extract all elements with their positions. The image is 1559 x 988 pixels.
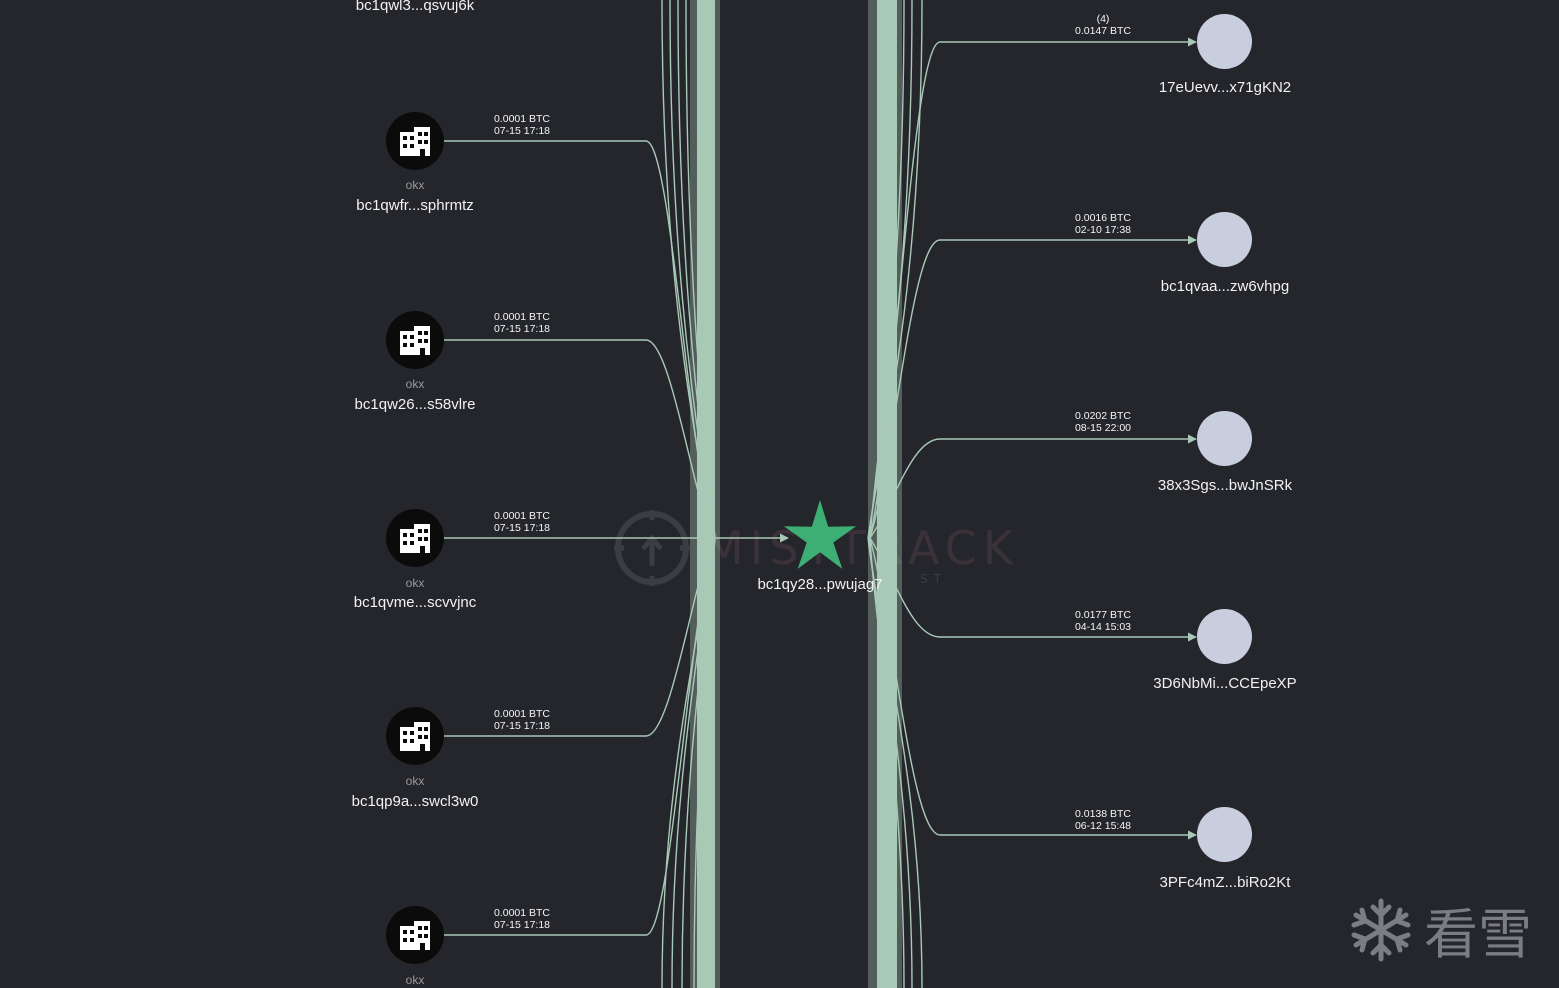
input-address-label[interactable]: bc1qp9a...swcl3w0 [351, 793, 479, 810]
center-address-label[interactable]: bc1qy28...pwujag7 [757, 576, 883, 593]
edge-bundle-strand [685, 0, 716, 539]
edge-label: 0.0001 BTC 07-15 17:18 [494, 113, 550, 137]
entity-label: okx [405, 576, 425, 590]
entity-label: okx [405, 973, 425, 987]
misttrack-watermark-text: MISTTRACK [704, 521, 1019, 575]
output-address-node[interactable] [1197, 212, 1252, 267]
edge-bundle-strand [671, 537, 714, 988]
output-address-node[interactable] [1197, 411, 1252, 466]
center-address-star-node[interactable] [783, 500, 857, 569]
input-edge[interactable] [444, 140, 713, 539]
exchange-node-icon[interactable] [386, 311, 444, 369]
input-address-label[interactable]: bc1qvme...scvvjnc [353, 594, 477, 611]
edge-amount: 0.0202 BTC [1074, 410, 1132, 422]
edge-amount: 0.0147 BTC [1074, 25, 1132, 37]
edge-time: 07-15 17:18 [493, 720, 551, 732]
kanxue-watermark-text: 看雪 [1424, 903, 1532, 966]
edge-label: 0.0016 BTC 02-10 17:38 [1075, 212, 1131, 236]
edge-bundle-strand [681, 537, 715, 988]
input-address-label[interactable]: bc1qwfr...sphrmtz [356, 197, 474, 214]
building-icon [400, 921, 430, 950]
input-edge[interactable] [444, 339, 713, 539]
edge-bundle-strand [669, 0, 714, 539]
input-edge[interactable] [444, 537, 713, 936]
edge-time: 06-12 15:48 [1074, 820, 1132, 832]
edge-time: 07-15 17:18 [493, 522, 551, 534]
kanxue-watermark: 看雪 [1348, 890, 1532, 969]
building-icon [400, 524, 430, 553]
edge-amount: 0.0001 BTC [493, 113, 551, 125]
input-address-label[interactable]: bc1qw26...s58vlre [354, 396, 476, 413]
edge-time: 07-15 17:18 [493, 125, 551, 137]
output-address-node[interactable] [1197, 807, 1252, 862]
edge-label: 0.0001 BTC 07-15 17:18 [494, 708, 550, 732]
output-address-label[interactable]: 3PFc4mZ...biRo2Kt [1159, 874, 1291, 891]
output-edge[interactable] [869, 37, 1197, 539]
edge-label: 0.0001 BTC 07-15 17:18 [494, 311, 550, 335]
edge-time: 08-15 22:00 [1074, 422, 1132, 434]
edge-bundle-strand [661, 0, 713, 539]
misttrack-watermark-subtext: ST [920, 572, 947, 586]
output-edge[interactable] [869, 235, 1197, 539]
snowflake-icon [1351, 898, 1411, 961]
edge-bundle-strand [869, 537, 905, 988]
edge-amount: 0.0177 BTC [1074, 609, 1132, 621]
exchange-node-icon[interactable] [386, 112, 444, 170]
entity-label: okx [405, 377, 425, 391]
edge-bundle-strand [677, 0, 715, 539]
edge-label: (4) 0.0147 BTC [1075, 13, 1131, 37]
misttrack-watermark: MISTTRACK ST [614, 510, 1019, 586]
edge-time: 02-10 17:38 [1074, 224, 1132, 236]
output-address-label[interactable]: 17eUevv...x71gKN2 [1158, 79, 1292, 96]
edge-amount: 0.0138 BTC [1074, 808, 1132, 820]
edge-label: 0.0001 BTC 07-15 17:18 [494, 907, 550, 931]
edge-bundle-strand [661, 537, 713, 988]
output-address-label[interactable]: 3D6NbMi...CCEpeXP [1153, 675, 1297, 692]
output-address-label[interactable]: bc1qvaa...zw6vhpg [1160, 278, 1290, 295]
edge-bundle-strand [869, 0, 905, 539]
edge-tx-count: (4) [1096, 13, 1110, 25]
edge-label: 0.0001 BTC 07-15 17:18 [494, 510, 550, 534]
edge-label: 0.0202 BTC 08-15 22:00 [1075, 410, 1131, 434]
output-edge[interactable] [869, 537, 1197, 642]
exchange-node-icon[interactable] [386, 509, 444, 567]
edge-amount: 0.0001 BTC [493, 907, 551, 919]
building-icon [400, 326, 430, 355]
output-edge[interactable] [869, 537, 1197, 840]
edge-amount: 0.0001 BTC [493, 311, 551, 323]
output-address-node[interactable] [1197, 609, 1252, 664]
edge-amount: 0.0016 BTC [1074, 212, 1132, 224]
edge-time: 07-15 17:18 [493, 919, 551, 931]
exchange-node-icon[interactable] [386, 906, 444, 964]
output-edge-bundle [868, 0, 902, 988]
output-address-label[interactable]: 38x3Sgs...bwJnSRk [1157, 477, 1293, 494]
edge-time: 07-15 17:18 [493, 323, 551, 335]
entity-label: okx [405, 774, 425, 788]
building-icon [400, 127, 430, 156]
input-address-label[interactable]: bc1qwl3...qsvuj6k [355, 0, 475, 14]
entity-label: okx [405, 178, 425, 192]
output-edge[interactable] [869, 434, 1197, 539]
building-icon [400, 722, 430, 751]
output-address-node[interactable] [1197, 14, 1252, 69]
edge-amount: 0.0001 BTC [493, 708, 551, 720]
edge-time: 04-14 15:03 [1074, 621, 1132, 633]
edge-bundle-strand [693, 537, 716, 988]
edge-label: 0.0177 BTC 04-14 15:03 [1075, 609, 1131, 633]
edge-amount: 0.0001 BTC [493, 510, 551, 522]
input-edge[interactable] [444, 537, 713, 737]
exchange-node-icon[interactable] [386, 707, 444, 765]
edge-label: 0.0138 BTC 06-12 15:48 [1075, 808, 1131, 832]
